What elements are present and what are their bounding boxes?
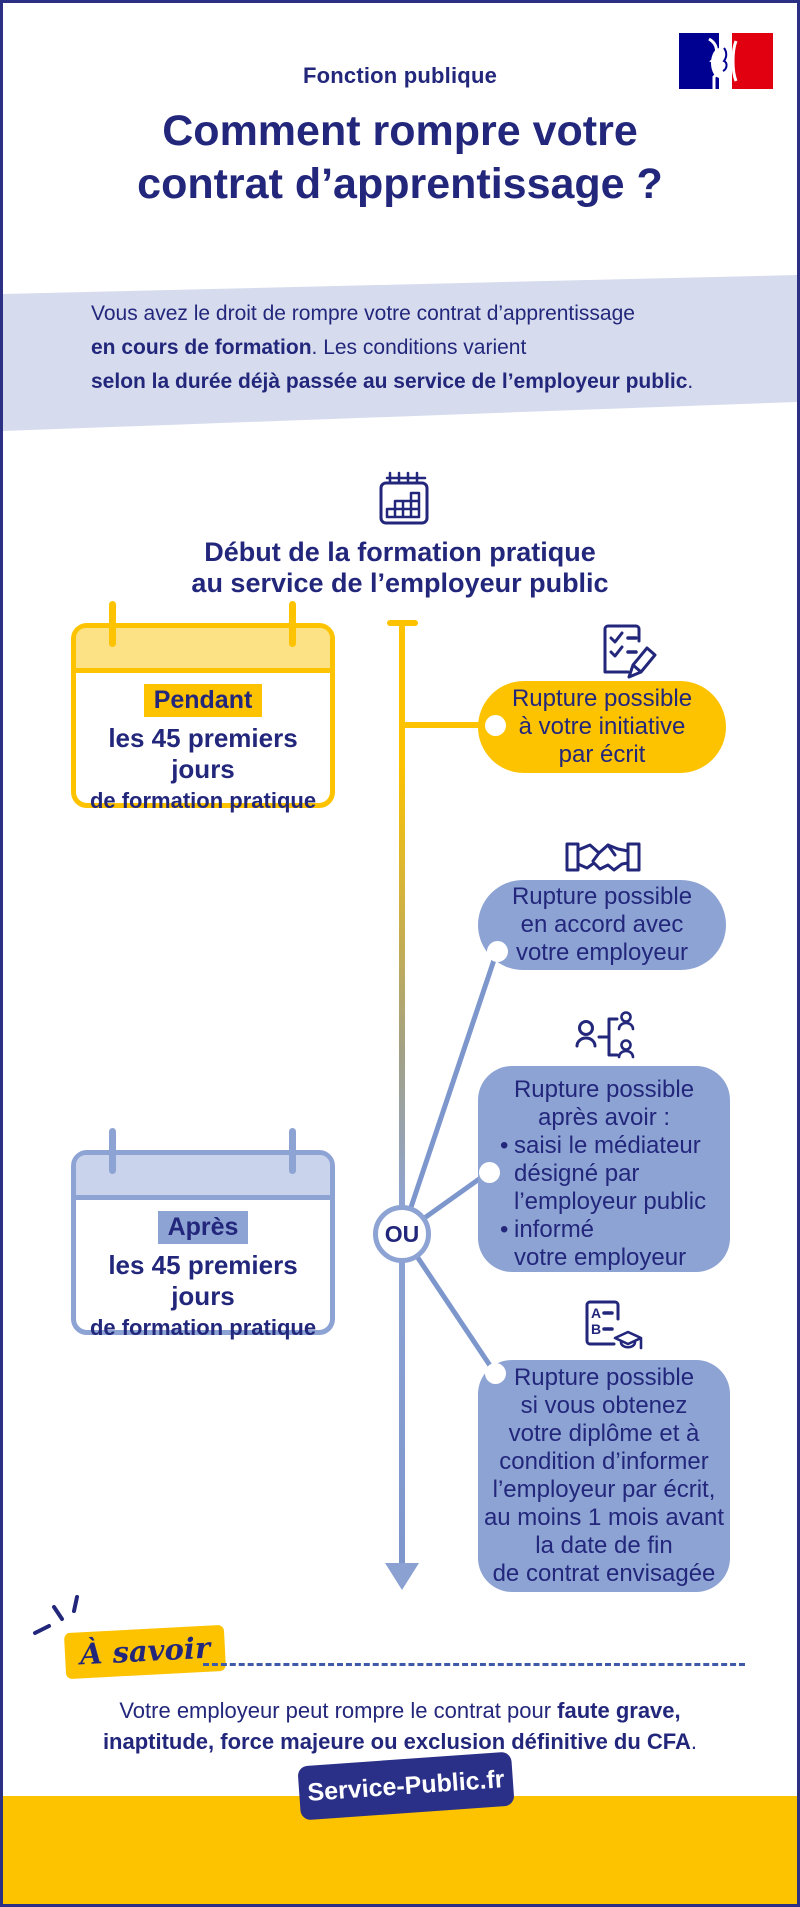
calendar-icon: [375, 471, 433, 529]
option3-intro: Rupture possible après avoir :: [513, 1076, 695, 1131]
connector-option1: [402, 722, 497, 728]
apres-line2: de formation pratique: [89, 1315, 317, 1340]
brand-label: Fonction publique: [302, 63, 498, 88]
connector-dot: [485, 1363, 506, 1384]
option2-bubble: Rupture possible en accord avec votre em…: [478, 880, 726, 970]
page-title-line1: Comment rompre votre: [162, 107, 638, 155]
page-title-line2: contrat d’apprentissage ?: [137, 160, 663, 208]
dashed-divider: [203, 1663, 745, 1666]
or-label: OU: [384, 1220, 420, 1247]
diploma-graduation-icon: A B: [579, 1297, 645, 1357]
connector-dot: [479, 1162, 500, 1183]
intro-line1: Vous avez le droit de rompre votre contr…: [91, 302, 635, 325]
start-heading-line2: au service de l’employeur public: [191, 568, 609, 598]
calendar-binding-tick: [109, 601, 116, 647]
document-check-pencil-icon: [595, 621, 657, 681]
footer-band: [3, 1796, 797, 1904]
or-node: OU: [373, 1205, 431, 1263]
sparkle-icon: [33, 1595, 79, 1635]
pendant-line1: les 45 premiers jours: [108, 723, 298, 784]
option4-bubble: Rupture possible si vous obtenez votre d…: [478, 1360, 730, 1592]
option1-bubble: Rupture possible à votre initiative par …: [478, 681, 726, 773]
option3-bullet-1: •saisi le médiateur désigné par l’employ…: [500, 1132, 707, 1215]
start-heading-line1: Début de la formation pratique: [204, 537, 596, 567]
employer-note-line1: Votre employeur peut rompre le contrat p…: [119, 1698, 681, 1723]
intro-band: [3, 275, 797, 431]
employer-note: Votre employeur peut rompre le contrat p…: [3, 1695, 797, 1757]
employer-note-line2: inaptitude, force majeure ou exclusion d…: [102, 1729, 698, 1754]
option3-bullet-2: •informé votre employeur: [500, 1216, 687, 1271]
timeline-line: [399, 623, 405, 1567]
handshake-icon: [565, 835, 641, 881]
option3-bubble: Rupture possible après avoir : •saisi le…: [478, 1066, 730, 1272]
card-apres-header: [76, 1155, 330, 1200]
intro-line3: selon la durée déjà passée au service de…: [91, 370, 694, 393]
page-title: Comment rompre votre contrat d’apprentis…: [3, 105, 797, 211]
service-public-label: Service-Public.fr: [306, 1764, 506, 1807]
timeline-arrow-icon: [385, 1563, 419, 1590]
connector-dot: [485, 715, 506, 736]
timeline-start-heading: Début de la formation pratique au servic…: [3, 537, 797, 599]
card-pendant-header: [76, 628, 330, 673]
french-republic-flag-icon: [679, 33, 773, 89]
card-pendant-45-jours: Pendant les 45 premiers jours de formati…: [71, 623, 335, 813]
calendar-binding-tick: [289, 1128, 296, 1174]
apres-line1: les 45 premiers jours: [108, 1250, 298, 1311]
a-savoir-badge: À savoir: [63, 1624, 227, 1680]
intro-line2: en cours de formation. Les conditions va…: [91, 336, 527, 359]
svg-text:B: B: [591, 1321, 601, 1337]
pendant-highlight: Pendant: [143, 684, 263, 717]
svg-text:A: A: [591, 1305, 601, 1321]
connector-dot: [487, 941, 508, 962]
intro-text: Vous avez le droit de rompre votre contr…: [91, 297, 693, 399]
mediator-people-icon: [575, 1011, 639, 1069]
apres-highlight: Après: [157, 1211, 249, 1244]
calendar-binding-tick: [109, 1128, 116, 1174]
card-apres-45-jours: Après les 45 premiers jours de formation…: [71, 1150, 335, 1340]
calendar-binding-tick: [289, 601, 296, 647]
pendant-line2: de formation pratique: [89, 788, 317, 813]
